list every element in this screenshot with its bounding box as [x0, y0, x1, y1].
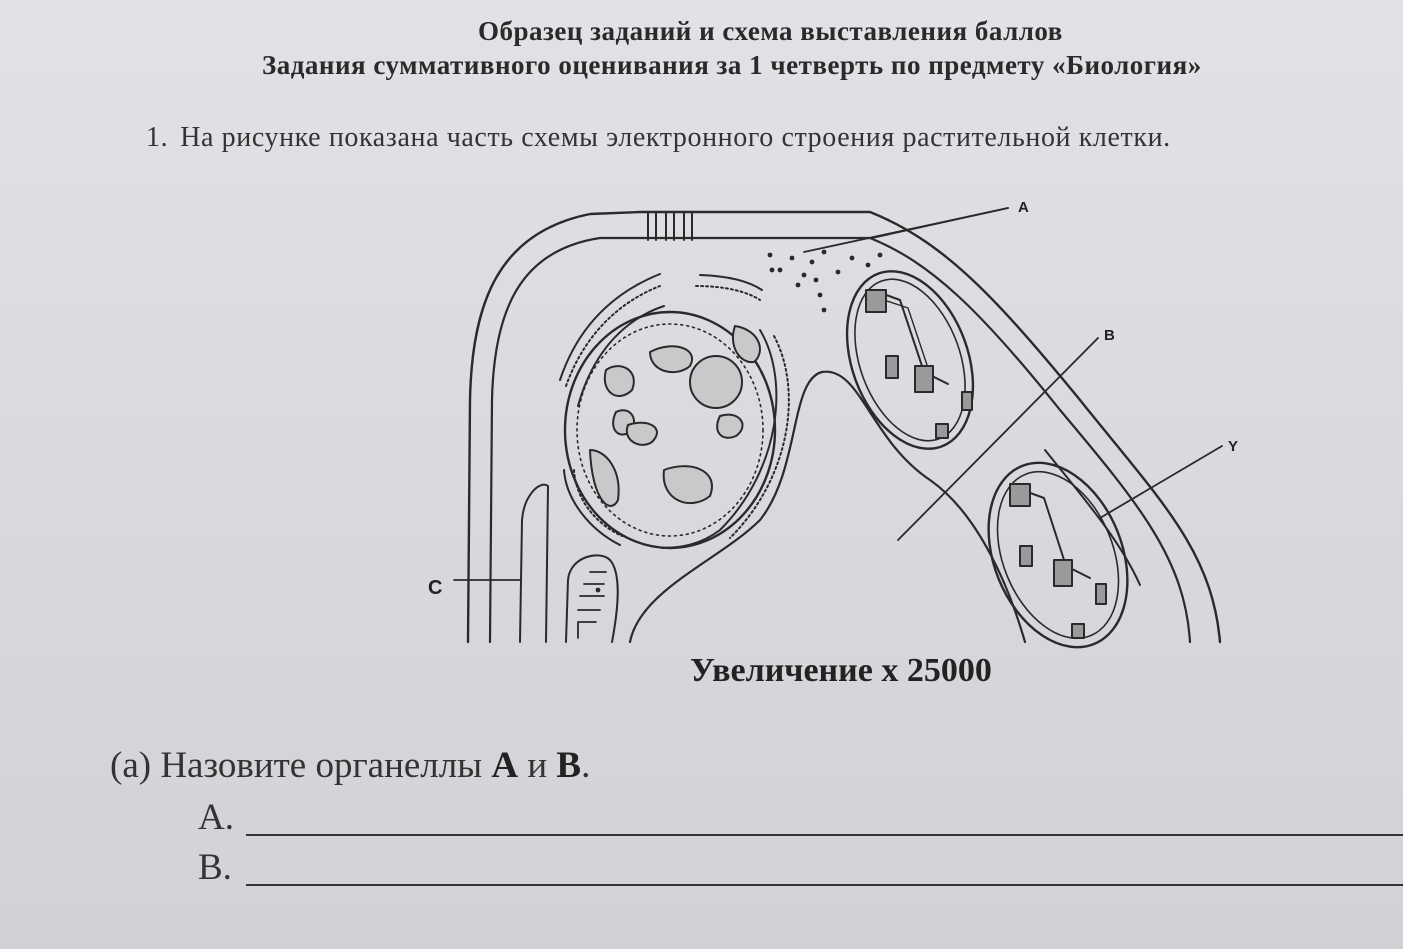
answer-line-b[interactable] [246, 884, 1403, 886]
task-number: 1. [146, 122, 169, 153]
answer-line-a[interactable] [246, 834, 1403, 836]
organelle-b-ref: В [556, 745, 582, 786]
label-leaders [453, 207, 1223, 581]
question-a-conj: и [527, 745, 548, 786]
page-title: Образец заданий и схема выставления балл… [478, 16, 1063, 46]
magnification-caption: Увеличение х 25000 [690, 652, 992, 689]
ribosomes [767, 249, 883, 313]
plasma-membrane [519, 483, 549, 643]
label-c: C [428, 577, 442, 599]
answer-label-b: В. [198, 847, 232, 888]
question-a: (а) Назовите органеллы А и В. [110, 744, 590, 787]
answer-row-a: А. [198, 796, 1403, 840]
label-y: Y [1228, 438, 1238, 455]
task-statement: 1. На рисунке показана часть схемы электр… [146, 122, 1171, 154]
endoplasmic-reticulum [559, 273, 790, 549]
label-a: A [1018, 199, 1029, 216]
page-subtitle: Задания суммативного оценивания за 1 чет… [262, 50, 1202, 80]
vacuole-membrane [628, 370, 1027, 644]
answer-row-b: В. [198, 846, 1403, 890]
cell-wall-inner [488, 236, 1192, 644]
organelle-a-ref: А [491, 745, 519, 786]
mitochondrion [565, 554, 619, 643]
label-b: B [1104, 327, 1115, 344]
chloroplast-upper [845, 270, 975, 450]
question-a-prefix: (а) Назовите органеллы [110, 745, 483, 786]
nucleus [563, 310, 777, 550]
chloroplast-lower [987, 461, 1129, 649]
plasmodesmata [639, 211, 701, 241]
question-a-end: . [581, 745, 591, 786]
cell-wall-outer [466, 210, 1222, 644]
task-text: На рисунке показана часть схемы электрон… [180, 122, 1171, 153]
answer-label-a: А. [198, 797, 234, 838]
